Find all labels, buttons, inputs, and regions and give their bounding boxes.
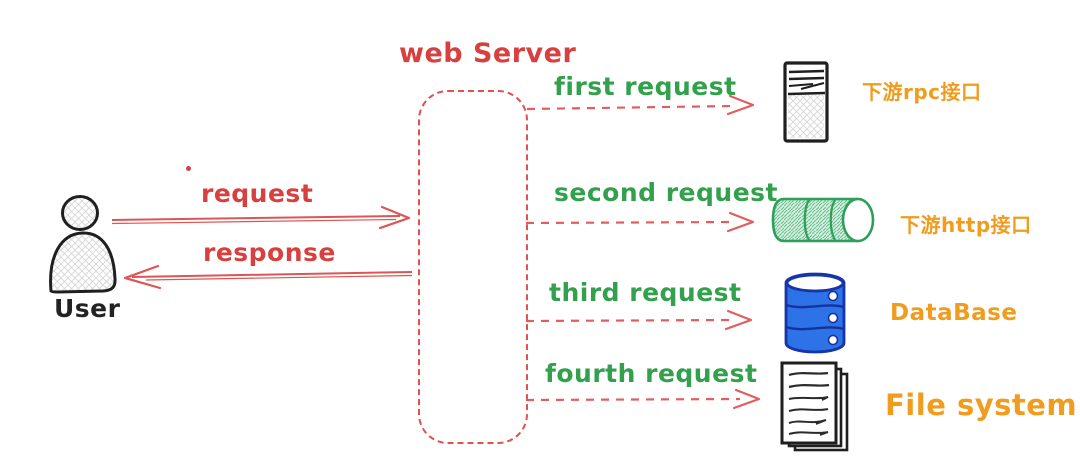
request-label: request [201, 179, 314, 208]
request-arrow [111, 205, 411, 230]
fourth-request-arrow [525, 388, 761, 410]
http-endpoint-label: 下游http接口 [900, 213, 1032, 237]
server-rack-icon [783, 61, 829, 143]
ink-dot [186, 166, 191, 171]
second-request-label: second request [554, 178, 778, 207]
http-pipe-icon [771, 197, 875, 243]
second-request-arrow [525, 211, 755, 233]
response-arrow [123, 264, 413, 290]
user-icon [49, 195, 117, 294]
first-request-label: first request [554, 72, 737, 101]
web-server-box [418, 90, 528, 444]
database-icon [784, 272, 846, 354]
third-request-label: third request [549, 278, 742, 307]
response-label: response [203, 238, 336, 267]
file-stack-icon [780, 361, 849, 452]
web-server-title: web Server [399, 38, 577, 69]
rpc-endpoint-label: 下游rpc接口 [862, 80, 982, 104]
database-label: DataBase [890, 300, 1018, 326]
file-system-label: File system [885, 388, 1078, 422]
user-label: User [54, 294, 121, 323]
fourth-request-label: fourth request [545, 359, 758, 388]
third-request-arrow [525, 309, 753, 331]
